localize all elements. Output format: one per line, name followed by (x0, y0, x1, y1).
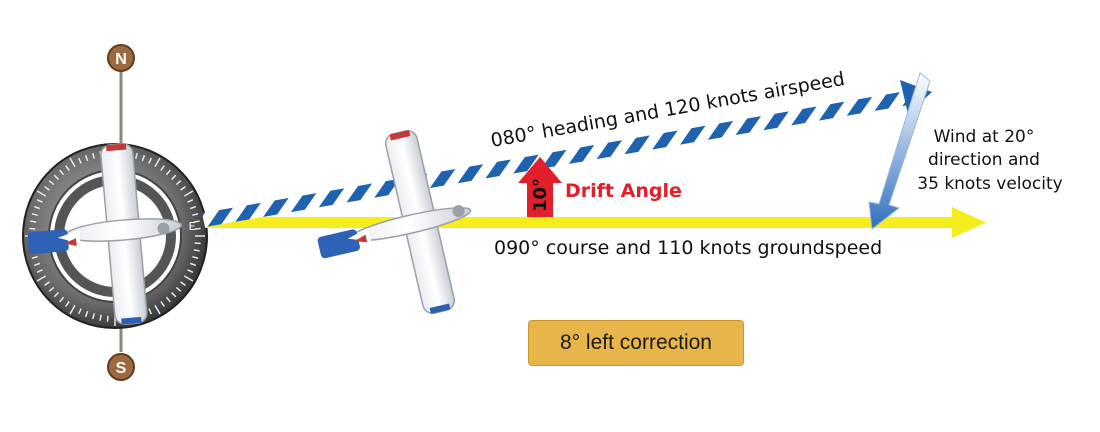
south-label: S (116, 360, 127, 377)
compass-tick (194, 227, 201, 230)
compass-tick (160, 301, 165, 307)
compass-tick (31, 213, 38, 217)
course-label: 090° course and 110 knots groundspeed (494, 237, 882, 259)
compass-tick (134, 152, 138, 159)
compass-tick (53, 292, 59, 298)
wind-label-line1: Wind at 20° (934, 127, 1035, 147)
compass-tick (165, 169, 171, 176)
compass-tick (84, 310, 89, 318)
compass-tick (141, 154, 146, 162)
compass-tick (193, 220, 200, 223)
compass-tick (59, 296, 65, 303)
compass-tick (30, 220, 37, 223)
compass-tick (48, 286, 55, 292)
compass-tick (160, 165, 165, 171)
compass-tick (53, 174, 59, 180)
compass-south-marker: S (107, 353, 135, 381)
compass-tick (148, 308, 153, 315)
compass-tick (192, 255, 199, 259)
compass-tick (193, 249, 200, 252)
compass-tick (36, 275, 47, 282)
compass-tick (194, 242, 201, 245)
compass-tick (154, 304, 161, 315)
compass-tick (77, 308, 82, 315)
compass-tick (33, 262, 41, 267)
compass-tick (44, 186, 50, 191)
drift-angle-arrow: 10° (518, 157, 562, 217)
compass-tick (189, 205, 197, 210)
compass-tick (165, 296, 171, 303)
compass-tick (65, 165, 70, 171)
compass-tick (84, 154, 89, 162)
compass-tick (69, 304, 76, 315)
compass-tick (92, 313, 96, 320)
compass-tick (33, 205, 41, 210)
compass-tick (44, 281, 50, 286)
compass-tick (48, 180, 55, 186)
compass-tick (69, 157, 76, 168)
compass-tick (65, 301, 70, 307)
compass-tick (180, 186, 186, 191)
compass-tick (106, 315, 109, 322)
compass-tick (175, 286, 182, 292)
compass-tick (36, 198, 43, 203)
compass-tick (187, 198, 194, 203)
airplane-compass-icon (27, 143, 183, 325)
compass-tick (31, 255, 38, 259)
compass-tick (77, 157, 82, 164)
compass-tick (29, 227, 36, 230)
compass-east-label: E (189, 220, 196, 233)
compass-tick (92, 152, 96, 159)
compass-tick (154, 157, 161, 168)
drift-angle-value: 10° (530, 178, 551, 212)
compass-tick (180, 281, 186, 286)
compass-tick (175, 180, 182, 186)
airplane-drift-icon (317, 130, 472, 314)
compass-tick (187, 269, 194, 274)
compass-tick (183, 190, 194, 197)
compass-tick (59, 169, 65, 176)
wind-label-line2: direction and (928, 150, 1040, 170)
correction-label: 8° left correction (560, 331, 712, 354)
north-label: N (115, 51, 127, 68)
compass-tick (171, 292, 177, 298)
compass-tick (36, 190, 47, 197)
wind-label-line3: 35 knots velocity (917, 174, 1062, 194)
compass-tick (36, 269, 43, 274)
correction-box: 8° left correction (528, 320, 744, 366)
compass-tick (171, 174, 177, 180)
compass-tick (148, 157, 153, 164)
drift-angle-label: Drift Angle (565, 180, 682, 202)
compass-tick (189, 262, 197, 267)
compass-tick (99, 314, 102, 321)
heading-arrow (202, 80, 932, 227)
wind-arrow (868, 72, 931, 230)
compass-tick (192, 213, 199, 217)
course-arrow (205, 207, 986, 238)
compass-north-marker: N (107, 44, 135, 72)
compass-tick (183, 275, 194, 282)
